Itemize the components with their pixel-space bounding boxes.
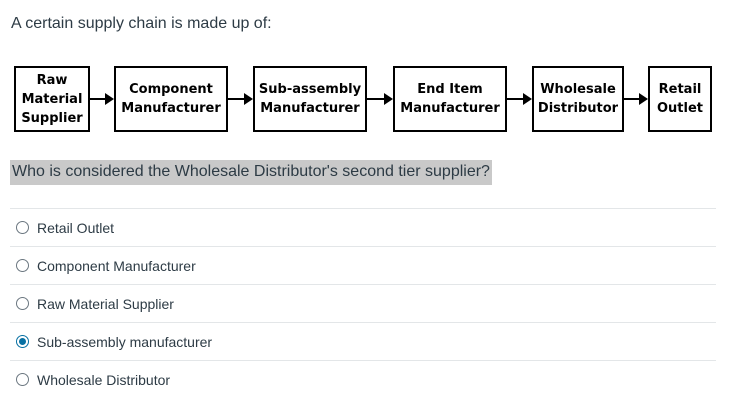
answer-label[interactable]: Sub-assembly manufacturer <box>37 333 213 350</box>
answer-label[interactable]: Retail Outlet <box>37 219 115 236</box>
answer-option-component-manufacturer[interactable]: Component Manufacturer <box>10 246 716 284</box>
chain-box-label: Retail <box>658 82 702 97</box>
answer-option-retail-outlet[interactable]: Retail Outlet <box>10 208 716 246</box>
intro-text: A certain supply chain is made up of: <box>11 15 272 32</box>
radio-button[interactable] <box>16 259 29 272</box>
chain-box-component-manufacturer: Component Manufacturer <box>114 66 228 132</box>
radio-button-selected[interactable] <box>16 335 29 348</box>
answer-label[interactable]: Raw Material Supplier <box>37 295 174 312</box>
chain-box-label: Material <box>21 91 83 107</box>
chain-box-label: Manufacturer <box>121 101 221 116</box>
chain-box-sub-assembly-manufacturer: Sub-assembly Manufacturer <box>253 66 367 132</box>
chain-arrow <box>90 93 114 105</box>
chain-box-label: Supplier <box>21 110 83 126</box>
chain-box-wholesale-distributor: Wholesale Distributor <box>532 66 624 132</box>
chain-box-retail-outlet: Retail Outlet <box>648 66 712 132</box>
chain-box-label: Manufacturer <box>260 101 360 116</box>
chain-box-label: End Item <box>417 82 483 97</box>
chain-arrow <box>228 93 253 105</box>
radio-button[interactable] <box>16 373 29 386</box>
chain-arrow <box>624 93 648 105</box>
chain-box-label: Component <box>129 82 213 97</box>
answer-list: Retail Outlet Component Manufacturer Raw… <box>10 208 716 398</box>
answer-option-wholesale-distributor[interactable]: Wholesale Distributor <box>10 360 716 398</box>
chain-arrow <box>507 93 532 105</box>
chain-box-label: Outlet <box>656 101 703 116</box>
answer-label[interactable]: Component Manufacturer <box>37 257 196 274</box>
chain-box-label: Manufacturer <box>400 101 500 116</box>
supply-chain-diagram: Raw Material Supplier Component Manufact… <box>0 0 732 150</box>
radio-button[interactable] <box>16 221 29 234</box>
question-text: Who is considered the Wholesale Distribu… <box>10 160 492 185</box>
chain-box-label: Wholesale <box>540 82 616 97</box>
answer-label[interactable]: Wholesale Distributor <box>37 371 171 388</box>
answer-option-sub-assembly-manufacturer[interactable]: Sub-assembly manufacturer <box>10 322 716 360</box>
chain-box-raw-material-supplier: Raw Material Supplier <box>14 66 90 132</box>
chain-box-label: Raw <box>36 72 68 88</box>
radio-button[interactable] <box>16 297 29 310</box>
chain-box-label: Sub-assembly <box>258 82 362 97</box>
chain-box-label: Distributor <box>537 101 619 116</box>
answer-option-raw-material-supplier[interactable]: Raw Material Supplier <box>10 284 716 322</box>
chain-arrow <box>367 93 393 105</box>
chain-box-end-item-manufacturer: End Item Manufacturer <box>393 66 507 132</box>
